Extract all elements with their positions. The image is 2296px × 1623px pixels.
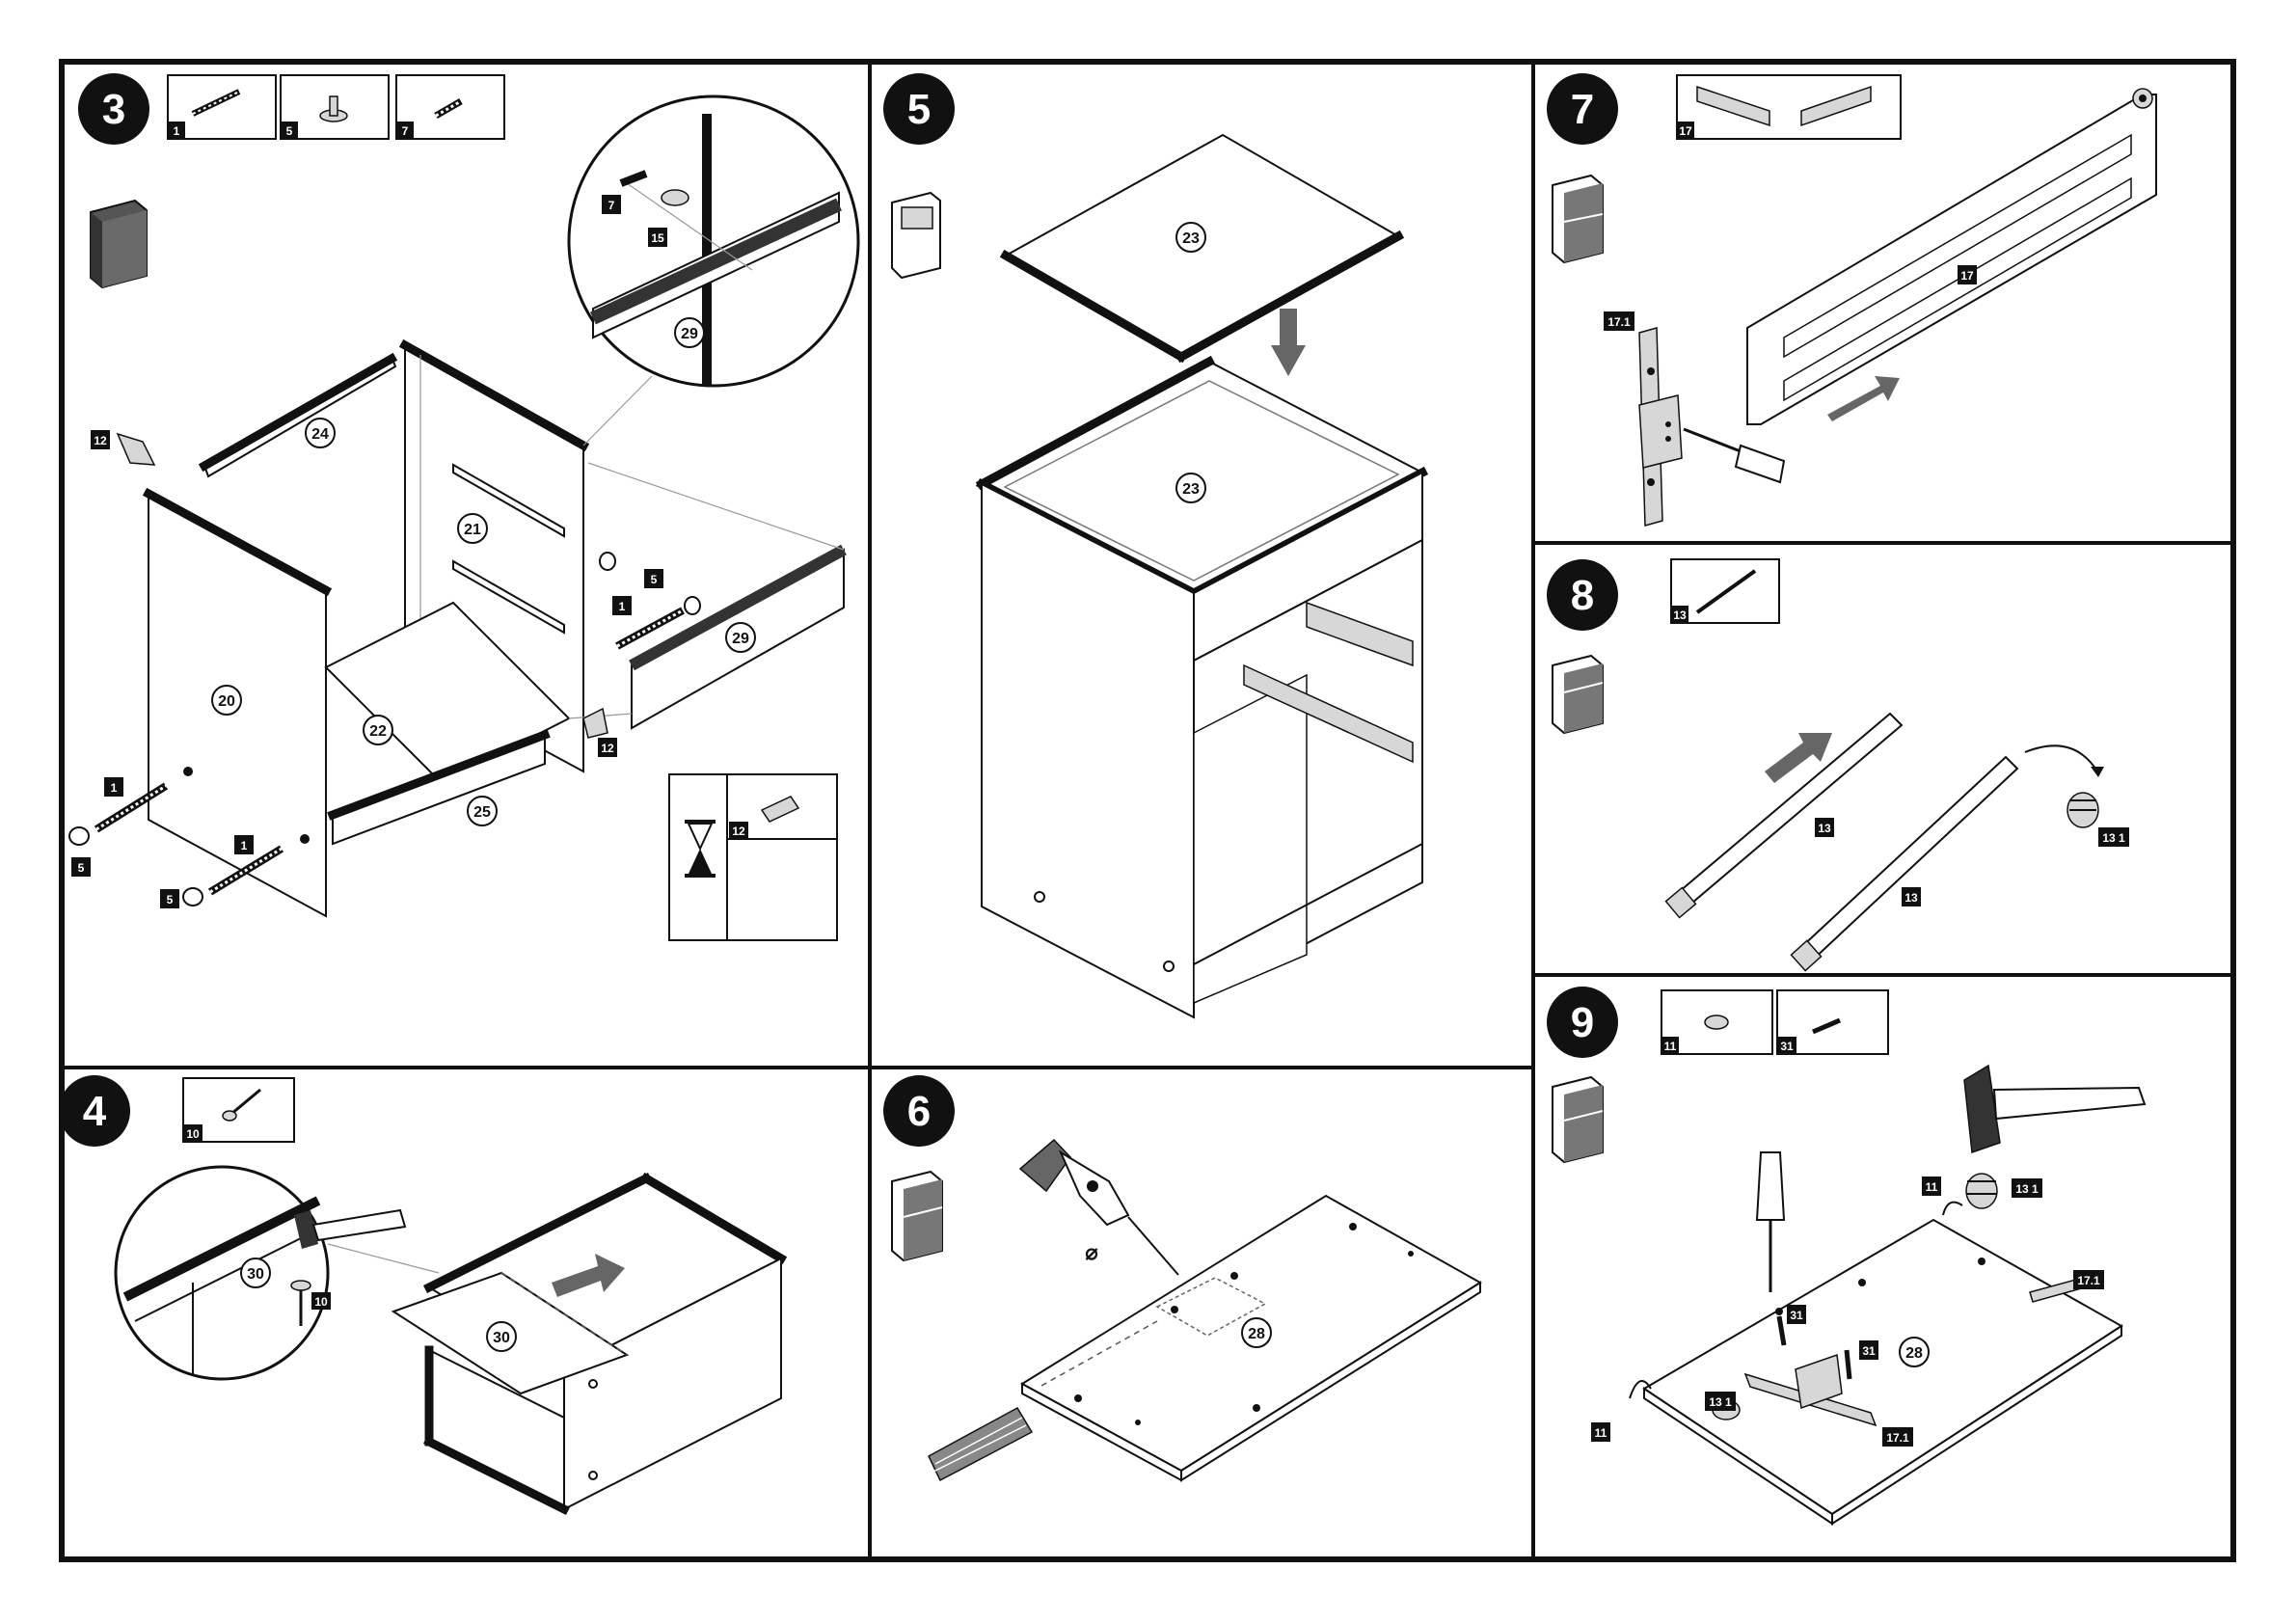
svg-text:3: 3 <box>102 86 125 133</box>
svg-text:11: 11 <box>1664 1040 1677 1053</box>
svg-text:17.1: 17.1 <box>1886 1431 1909 1445</box>
step-9-parts-list: 11 31 <box>1661 990 1888 1054</box>
arrow-icon <box>1827 376 1900 421</box>
svg-text:13 1: 13 1 <box>2102 831 2125 845</box>
part-box-cam: 5 <box>281 75 389 139</box>
step-8-badge: 8 <box>1547 559 1618 631</box>
svg-text:7: 7 <box>608 199 615 212</box>
wood-shavings-icon <box>929 1408 1032 1480</box>
svg-text:11: 11 <box>1926 1180 1938 1194</box>
svg-text:23: 23 <box>1182 481 1200 498</box>
svg-text:13: 13 <box>1673 609 1687 622</box>
arrow-icon <box>2025 745 2097 771</box>
step-9-badge: 9 <box>1547 987 1618 1058</box>
svg-text:6: 6 <box>907 1088 931 1135</box>
svg-text:5: 5 <box>286 124 293 138</box>
svg-text:1: 1 <box>619 600 626 613</box>
svg-text:4: 4 <box>83 1088 107 1135</box>
step-3-detail-magnifier: 7 15 29 <box>569 96 858 446</box>
svg-text:17.1: 17.1 <box>2077 1274 2100 1287</box>
screwdriver-icon <box>1684 429 1784 482</box>
step-4-parts-list: 10 <box>183 1078 294 1142</box>
step-9-cabinet-icon <box>1553 1077 1603 1162</box>
svg-text:28: 28 <box>1248 1326 1265 1342</box>
svg-text:31: 31 <box>1862 1344 1876 1358</box>
svg-text:30: 30 <box>493 1330 510 1346</box>
svg-text:5: 5 <box>78 861 85 875</box>
svg-text:13: 13 <box>1818 822 1831 835</box>
svg-text:13 1: 13 1 <box>1709 1395 1732 1409</box>
svg-text:11: 11 <box>1595 1426 1607 1440</box>
svg-text:7: 7 <box>402 124 409 138</box>
svg-text:30: 30 <box>247 1266 264 1283</box>
svg-text:25: 25 <box>473 804 491 821</box>
svg-text:17.1: 17.1 <box>1607 315 1631 329</box>
adjuster-foot <box>2067 793 2098 827</box>
arrow-icon <box>1271 309 1306 376</box>
part-box-screw: 1 <box>168 75 276 139</box>
step-6-bottom-panel: 28 <box>1022 1196 1480 1480</box>
svg-text:10: 10 <box>186 1127 200 1141</box>
svg-text:22: 22 <box>369 723 387 740</box>
hammer-icon <box>1964 1066 2145 1152</box>
svg-text:28: 28 <box>1905 1345 1923 1362</box>
svg-text:13 1: 13 1 <box>2015 1182 2039 1196</box>
svg-text:10: 10 <box>314 1295 328 1309</box>
svg-text:7: 7 <box>1571 86 1594 133</box>
glue-tube-icon <box>118 434 154 465</box>
svg-text:5: 5 <box>167 893 174 906</box>
step-6-cabinet-icon <box>892 1172 942 1260</box>
svg-text:20: 20 <box>218 693 235 710</box>
step-6-badge: 6 <box>883 1075 955 1147</box>
svg-text:1: 1 <box>111 781 118 795</box>
svg-text:9: 9 <box>1571 999 1594 1046</box>
step-7-cabinet-icon <box>1553 176 1603 262</box>
step-8-cabinet-icon <box>1553 656 1603 733</box>
step-7-badge: 7 <box>1547 73 1618 145</box>
svg-text:12: 12 <box>732 825 745 838</box>
glue-tube-icon <box>583 709 608 738</box>
drill-icon <box>1020 1140 1178 1275</box>
cabinet-orientation-icon <box>91 201 147 287</box>
svg-text:13: 13 <box>1904 891 1918 905</box>
svg-text:17: 17 <box>1960 269 1974 283</box>
diameter-symbol: ⌀ <box>1085 1240 1098 1264</box>
svg-text:24: 24 <box>311 426 329 443</box>
svg-text:1: 1 <box>174 124 180 138</box>
step-3-badge: 3 <box>78 73 149 145</box>
svg-text:5: 5 <box>651 573 658 586</box>
screwdriver-icon <box>1757 1152 1784 1292</box>
step-3-parts-list: 1 5 7 <box>168 75 504 139</box>
step-7-parts-list: 17 <box>1677 75 1901 139</box>
svg-text:8: 8 <box>1571 572 1594 619</box>
step-5-badge: 5 <box>883 73 955 145</box>
step-3-glue-wait-box: 12 <box>669 774 837 940</box>
svg-text:15: 15 <box>651 231 664 245</box>
svg-text:31: 31 <box>1790 1309 1803 1322</box>
step-9-bottom-panel <box>1644 1220 2121 1524</box>
svg-text:29: 29 <box>681 326 698 342</box>
svg-text:12: 12 <box>601 742 614 755</box>
part-box-dowel: 7 <box>396 75 504 139</box>
step-4-badge: 4 <box>59 1075 130 1147</box>
step-4-detail-magnifier: 30 10 <box>116 1167 405 1379</box>
svg-text:17: 17 <box>1679 124 1692 138</box>
svg-text:23: 23 <box>1182 230 1200 247</box>
svg-text:12: 12 <box>94 434 107 447</box>
svg-text:21: 21 <box>464 522 481 538</box>
step-5-cabinet-icon <box>892 193 940 278</box>
svg-text:29: 29 <box>732 631 749 647</box>
svg-text:31: 31 <box>1780 1040 1794 1053</box>
slide-bracket <box>1639 328 1682 526</box>
step-8-parts-list: 13 <box>1671 559 1779 623</box>
step-5-cabinet <box>982 362 1422 1017</box>
svg-text:1: 1 <box>241 839 248 852</box>
svg-text:5: 5 <box>907 86 931 133</box>
